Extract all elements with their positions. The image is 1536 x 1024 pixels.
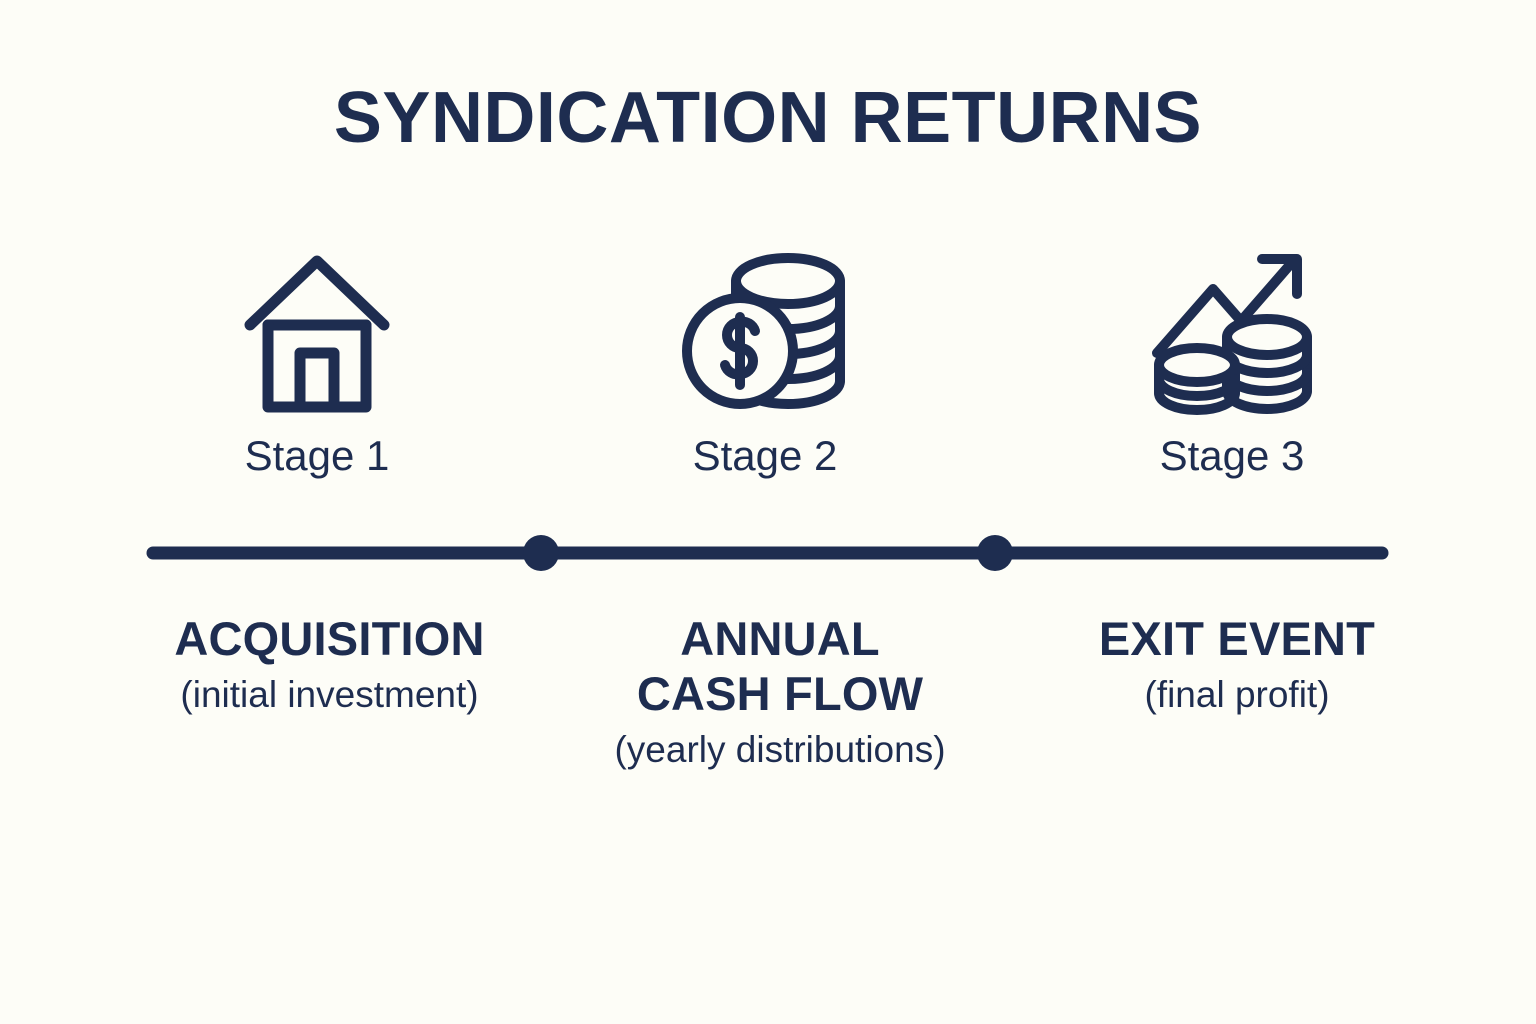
description-title-2: ANNUAL CASH FLOW: [555, 612, 1005, 722]
stage-column-1: Stage 1: [137, 236, 497, 521]
descriptions-row: ACQUISITION (initial investment) ANNUAL …: [0, 612, 1536, 842]
timeline: [0, 530, 1536, 576]
description-title-2-line2: CASH FLOW: [636, 666, 924, 720]
stage-label-1: Stage 1: [244, 432, 390, 479]
growth-arrow-coins-icon: [1052, 236, 1412, 421]
description-block-1: ACQUISITION (initial investment): [117, 612, 542, 717]
page-title: SYNDICATION RETURNS: [333, 78, 1203, 158]
stage-label-2: Stage 2: [692, 432, 838, 479]
house-icon: [137, 236, 497, 421]
description-block-2: ANNUAL CASH FLOW (yearly distributions): [555, 612, 1005, 772]
timeline-node-2[interactable]: [977, 535, 1013, 571]
description-block-3: EXIT EVENT (final profit): [1022, 612, 1452, 717]
description-title-2-line1: ANNUAL: [680, 612, 880, 665]
description-subtitle-1: (initial investment): [180, 673, 479, 715]
timeline-node-1[interactable]: [523, 535, 559, 571]
description-subtitle-2: (yearly distributions): [614, 728, 946, 770]
description-subtitle-3: (final profit): [1144, 673, 1330, 715]
stage-column-3: Stage 3: [1052, 236, 1412, 521]
description-title-3: EXIT EVENT: [1098, 612, 1376, 665]
stage-label-3: Stage 3: [1159, 432, 1305, 479]
stages-row: Stage 1 Stage: [0, 236, 1536, 521]
stage-column-2: Stage 2: [585, 236, 945, 521]
coin-stack-dollar-icon: [585, 236, 945, 421]
description-title-1: ACQUISITION: [174, 612, 485, 665]
